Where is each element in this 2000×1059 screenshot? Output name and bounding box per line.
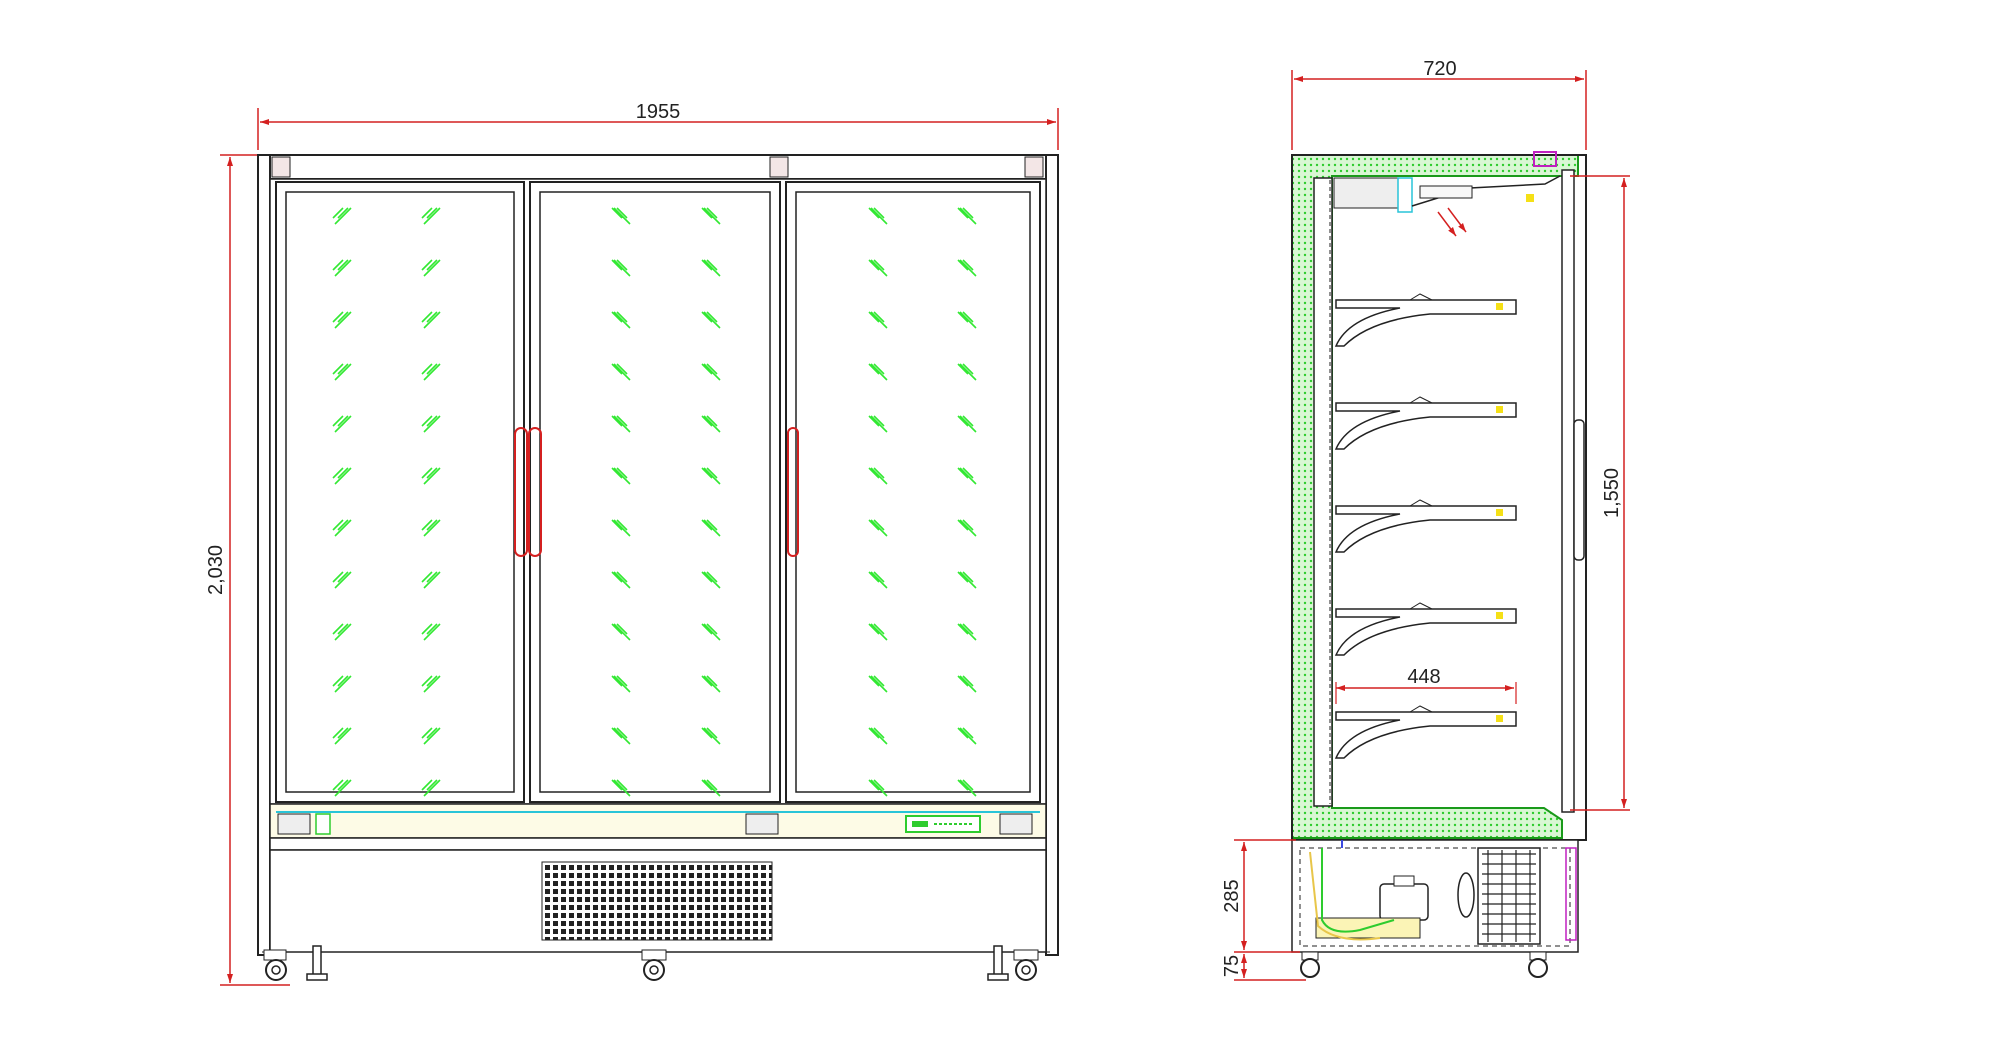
foot-right — [987, 945, 1009, 981]
base-plinth — [262, 837, 1052, 953]
door-center — [529, 181, 781, 803]
front-height-dimension: 2,030 — [205, 154, 290, 986]
shelves — [1334, 293, 1517, 759]
side-door-profile — [1561, 169, 1575, 813]
shelf — [1334, 293, 1517, 347]
door-right — [785, 181, 1041, 803]
side-cabinet — [1291, 151, 1587, 841]
glass-hatch-center — [611, 207, 721, 797]
foot-left — [306, 945, 328, 981]
door-left — [275, 181, 525, 803]
ventilation-grille — [541, 861, 773, 941]
door-height-dimension: 1,550 — [1570, 175, 1630, 811]
front-width-dimension: 1955 — [257, 101, 1059, 150]
side-depth-dimension: 720 — [1291, 58, 1587, 150]
door-height-label: 1,550 — [1601, 468, 1623, 518]
side-castor-front — [1300, 951, 1320, 978]
handle-center — [528, 427, 542, 557]
castor-left — [263, 949, 287, 981]
base-height-label: 285 — [1221, 879, 1243, 912]
front-castors — [263, 945, 1039, 981]
shelf-depth-label: 448 — [1407, 666, 1440, 688]
side-view: 720 448 — [1221, 58, 1630, 981]
compressor — [1379, 883, 1429, 921]
side-castor-rear — [1528, 951, 1548, 978]
handle-left — [514, 427, 528, 557]
bottom-rail — [269, 803, 1047, 839]
glass-hatch-left — [332, 207, 441, 797]
front-height-label: 2,030 — [205, 545, 227, 595]
evaporator — [1333, 177, 1399, 209]
shelf-depth-dimension: 448 — [1335, 666, 1517, 704]
door-handles — [514, 427, 799, 557]
shelf — [1334, 705, 1517, 759]
hinge-top — [1533, 151, 1557, 167]
base-height-dimension: 285 — [1221, 839, 1300, 953]
insulation-shell — [1291, 154, 1579, 839]
front-view: 1955 2,030 — [205, 101, 1059, 986]
side-door-handle — [1573, 419, 1585, 561]
shelf — [1334, 602, 1517, 656]
condenser-coil — [1477, 847, 1541, 945]
castor-right — [1013, 949, 1039, 981]
condenser-fan — [1457, 872, 1475, 918]
handle-right — [787, 427, 799, 557]
shelf — [1334, 396, 1517, 450]
foot-height-label: 75 — [1221, 955, 1243, 977]
glass-hatch-right — [868, 207, 977, 797]
castor-center — [641, 949, 667, 981]
controller-display — [905, 815, 981, 833]
side-depth-label: 720 — [1423, 58, 1456, 80]
side-base — [1291, 839, 1579, 978]
shelf — [1334, 499, 1517, 553]
foot-height-dimension: 75 — [1221, 954, 1306, 981]
front-width-label: 1955 — [636, 101, 681, 123]
